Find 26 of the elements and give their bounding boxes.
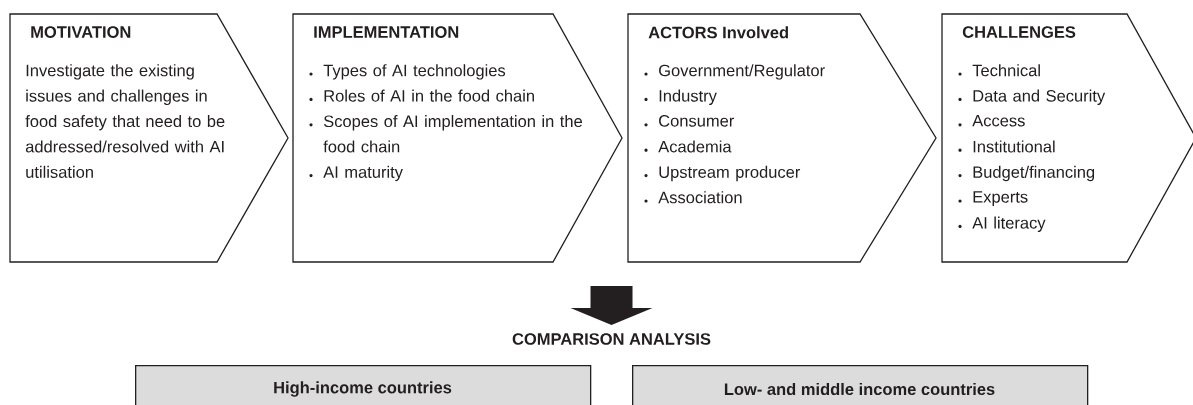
box-text: Investigate the existing issues and challenges in food safety that need to be addressed/resolved with AI utilisation: [25, 64, 225, 178]
list-item: Budget/financing: [958, 165, 1095, 182]
box-heading: CHALLENGES: [962, 26, 1076, 38]
group-box: High-income countries: [135, 365, 592, 405]
list-item: Upstream producer: [644, 165, 801, 182]
list-item: Technical: [958, 64, 1040, 77]
list-item: Roles of AI in the food chain: [309, 89, 534, 102]
block-arrow: [570, 285, 653, 325]
list-item: Industry: [644, 89, 717, 105]
list-item: AI literacy: [958, 216, 1046, 232]
box-heading: ACTORS Involved: [648, 26, 788, 39]
list-item: Government/Regulator: [644, 64, 825, 80]
list-item: AI maturity: [309, 165, 403, 182]
list-item: Data and Security: [958, 89, 1106, 105]
box-heading: MOTIVATION: [31, 26, 131, 38]
list-item: Types of AI technologies: [309, 64, 506, 80]
list-item: Association: [644, 191, 742, 204]
list-item: Academia: [644, 140, 732, 153]
section-heading: COMPARISON ANALYSIS: [512, 333, 711, 345]
list-item: Institutional: [958, 140, 1055, 153]
box-heading: IMPLEMENTATION: [314, 26, 459, 38]
list-item: Scopes of AI implementation in the food chain: [309, 115, 582, 153]
group-box: Low- and middle income countries: [632, 365, 1089, 405]
list-item: Access: [958, 115, 1025, 127]
list-item: Consumer: [644, 115, 735, 127]
list-item: Experts: [958, 191, 1028, 206]
